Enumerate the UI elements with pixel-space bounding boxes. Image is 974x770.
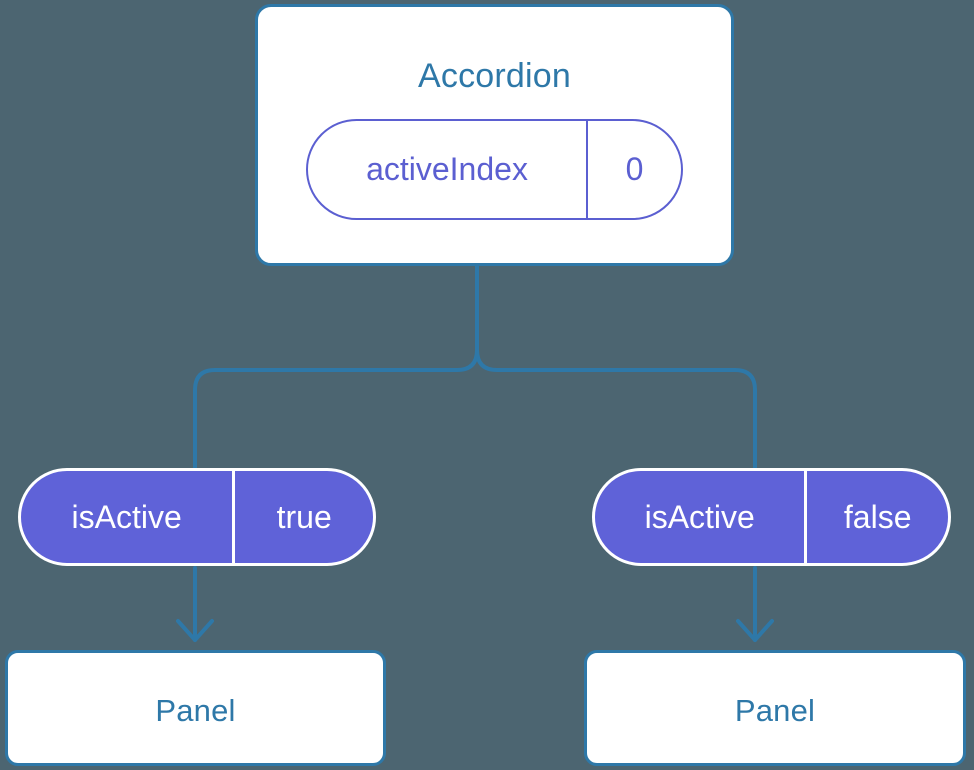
prop-pill-activeindex-key: activeIndex xyxy=(366,151,528,187)
connector-trunk-split xyxy=(193,264,479,470)
state-pill-isactive-left-key: isActive xyxy=(71,498,182,535)
node-panel-right-title: Panel xyxy=(734,693,816,728)
node-panel-left[interactable]: Panel xyxy=(5,650,386,766)
prop-pill-activeindex[interactable]: activeIndex 0 xyxy=(306,119,683,220)
node-panel-left-title: Panel xyxy=(155,693,236,728)
state-pill-isactive-left-value: true xyxy=(232,471,373,563)
state-pill-isactive-right[interactable]: isActive false xyxy=(592,468,951,566)
arrow-left-to-panel xyxy=(176,566,214,642)
node-accordion-title: Accordion xyxy=(418,57,571,95)
state-pill-isactive-right-value: false xyxy=(804,471,948,563)
connector-branch-right xyxy=(475,348,757,470)
state-pill-isactive-left[interactable]: isActive true xyxy=(18,468,376,566)
node-panel-right[interactable]: Panel xyxy=(584,650,966,766)
state-pill-isactive-right-key: isActive xyxy=(644,498,755,535)
arrow-right-to-panel xyxy=(736,566,774,642)
prop-pill-activeindex-value: 0 xyxy=(586,121,681,218)
